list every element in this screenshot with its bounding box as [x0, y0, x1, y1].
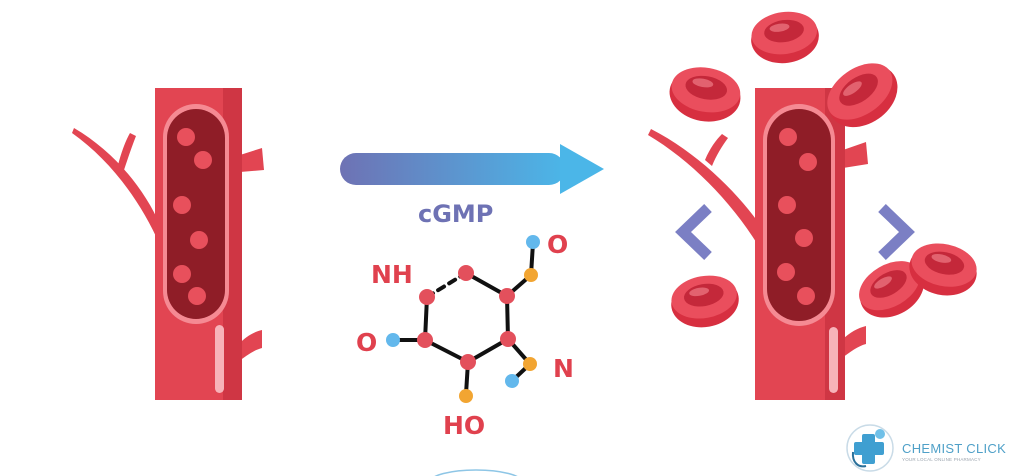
vessel-branch-left-twig [118, 133, 136, 170]
red-blood-cell [747, 7, 823, 68]
red-blood-cell [665, 61, 745, 128]
dilated-vessel [648, 88, 868, 400]
atom-carbon [419, 289, 435, 305]
lumen-cell [190, 231, 208, 249]
chevron-right-icon [878, 204, 915, 260]
atom-blue [386, 333, 400, 347]
lumen-cell [194, 151, 212, 169]
lumen-cell [173, 265, 191, 283]
molecule-label-nh: NH [371, 260, 413, 289]
vessel-branch-left-twig [705, 134, 728, 166]
cgmp-molecule [386, 235, 540, 403]
lumen-cells [173, 128, 212, 305]
vessel-branch-right-low [238, 330, 262, 362]
vessel-branch-left [72, 128, 160, 245]
red-blood-cell [667, 270, 743, 333]
lumen-cell [778, 196, 796, 214]
vessel-highlight [829, 327, 838, 393]
atom-carbon [458, 265, 474, 281]
brand-tagline: YOUR LOCAL ONLINE PHARMACY [902, 457, 981, 462]
lumen-cell [177, 128, 195, 146]
lumen-cell [188, 287, 206, 305]
lumen-cell [795, 229, 813, 247]
vessel-branch-right [240, 148, 264, 172]
atom-orange [524, 268, 538, 282]
process-arrow [340, 144, 604, 194]
atom-blue [505, 374, 519, 388]
arrow-head [560, 144, 604, 194]
constricted-vessel [72, 88, 264, 400]
chemist-click-logo-icon [846, 424, 894, 472]
lumen-cell [799, 153, 817, 171]
vessel-highlight [215, 325, 224, 393]
lumen-cell [173, 196, 191, 214]
vessel-branch-right [843, 142, 868, 168]
atom-orange [459, 389, 473, 403]
lumen-cell [779, 128, 797, 146]
atom-orange [523, 357, 537, 371]
atom-carbon [499, 288, 515, 304]
molecule-label-o-left: O [356, 328, 378, 357]
molecule-label-o-top: O [547, 230, 569, 259]
atom-carbon [460, 354, 476, 370]
brand-name: CHEMIST CLICK [902, 441, 1007, 456]
arrow-shaft [340, 153, 565, 185]
decorative-circle [434, 469, 518, 476]
molecule-label-n: N [553, 354, 574, 383]
lumen-cell [777, 263, 795, 281]
vessel-branch-right-low [842, 326, 866, 358]
atom-carbon [500, 331, 516, 347]
vessel-branch-left [648, 129, 758, 245]
chevron-left-icon [675, 204, 712, 260]
lumen-cells [777, 128, 817, 305]
atom-blue [526, 235, 540, 249]
vessel-lumen [767, 109, 831, 321]
cgmp-label: cGMP [418, 200, 494, 228]
lumen-cell [797, 287, 815, 305]
atom-carbon [417, 332, 433, 348]
molecule-label-ho: HO [443, 411, 486, 440]
